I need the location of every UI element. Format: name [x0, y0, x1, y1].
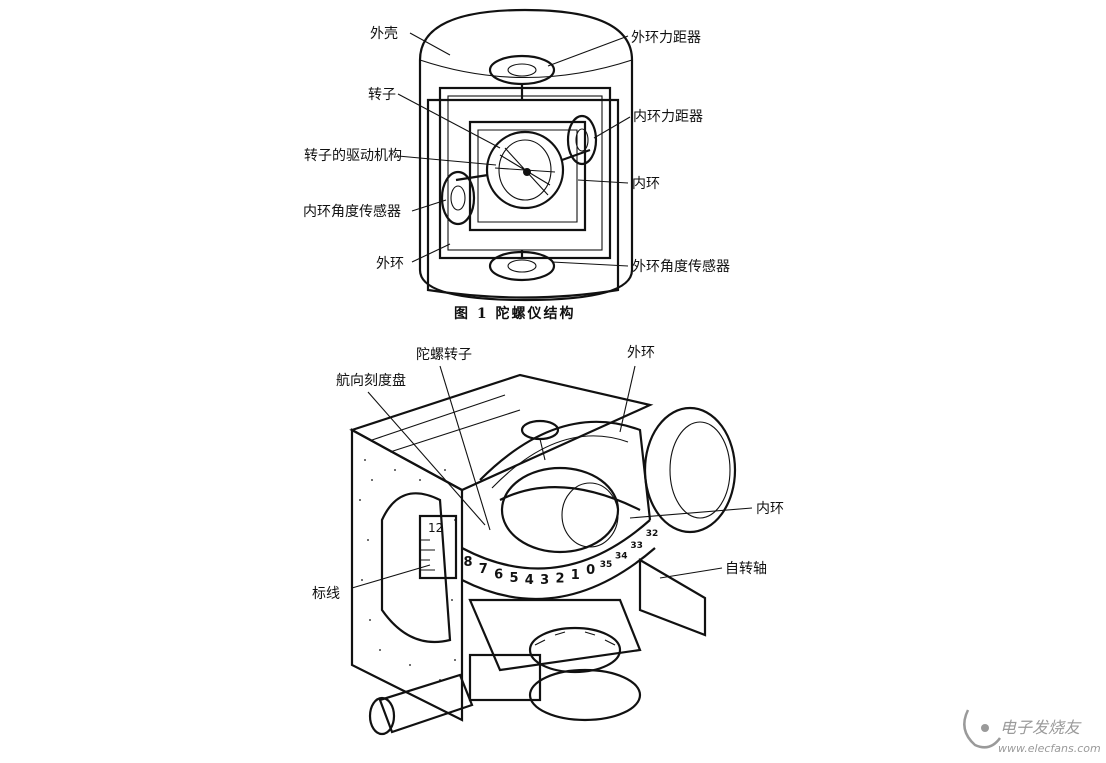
leader-shell	[409, 32, 451, 56]
watermark-logo-dot	[981, 724, 989, 732]
inner-torquer	[566, 114, 598, 166]
gyroscope-structure-diagram: 外壳 外环力距器 转子 内环力距器 转子的驱动机构 内环 内环角度传感器 外环 …	[303, 8, 730, 322]
label-outer-ring: 外环	[376, 256, 404, 272]
leader-inner-ring	[629, 507, 753, 519]
rotor-center	[523, 168, 531, 176]
rotor-disc	[485, 130, 565, 210]
label-rotor: 转子	[368, 87, 396, 103]
label-spin-axis: 自转轴	[725, 561, 767, 577]
label-outer-torquer: 外环力距器	[631, 30, 701, 46]
dial-number: 33	[630, 541, 643, 551]
knob-block	[468, 653, 542, 702]
shell-window	[426, 98, 620, 299]
outer-torquer-hub	[507, 63, 537, 77]
rotor-hub	[498, 139, 552, 201]
inner-angle-sensor-hub	[450, 185, 466, 211]
label-inner-torquer: 内环力距器	[633, 109, 703, 125]
leader-outer-ring	[411, 243, 451, 263]
leader-inner-ring	[577, 179, 629, 184]
inner-ring-frame	[468, 120, 587, 232]
inner-angle-sensor	[440, 170, 476, 226]
shell-top-rim	[419, 59, 633, 78]
housing-stipple	[359, 459, 456, 681]
dial-number: 35	[600, 560, 613, 570]
label-inner-ring: 内环	[632, 176, 660, 192]
inner-ring-frame-inner	[477, 129, 578, 223]
leader-outer-angle-sensor	[551, 261, 629, 267]
outer-ring-frame	[438, 86, 612, 260]
label-inner-ring: 内环	[756, 501, 784, 517]
outer-angle-sensor-hub	[507, 259, 537, 273]
leader-spin-axis	[659, 567, 723, 579]
watermark-url: www.elecfans.com	[998, 742, 1101, 755]
dial-number: 0	[586, 563, 595, 578]
heading-dial-band-bottom	[461, 547, 656, 600]
label-rotor-drive: 转子的驱动机构	[304, 148, 402, 164]
gyro-rotor-face	[561, 482, 619, 548]
dial-number: 2	[555, 572, 564, 587]
inner-ring-arc	[499, 486, 641, 511]
leader-index-line	[351, 564, 431, 589]
dial-number: 6	[494, 568, 503, 583]
dial-number: 32	[646, 529, 659, 539]
watermark-logo-icon	[963, 709, 1002, 749]
leader-outer-torquer	[547, 35, 629, 67]
leader-rotor	[397, 93, 501, 149]
housing-top-edges	[371, 394, 521, 453]
adjustment-knob-shaft	[378, 673, 474, 734]
scale-tape-number: 12	[428, 521, 443, 535]
housing-top-face	[349, 373, 654, 492]
shell-outline	[418, 8, 634, 302]
gear-teeth	[534, 631, 616, 646]
label-inner-angle-sensor: 内环角度传感器	[303, 203, 401, 220]
watermark-brand: 电子发烧友	[1000, 718, 1082, 737]
outer-torquer-top	[488, 54, 556, 86]
rotor-shaft	[455, 148, 591, 182]
label-outer-ring: 外环	[627, 345, 655, 361]
leader-inner-angle-sensor	[411, 199, 447, 212]
dial-number: 3	[540, 573, 549, 588]
dial-number: 34	[615, 552, 628, 562]
outer-ring-arc	[479, 420, 652, 521]
dial-number: 5	[509, 571, 518, 586]
outer-ring-frame-inner	[447, 95, 603, 251]
dial-number: 8	[463, 555, 472, 570]
leader-outer-ring	[619, 365, 636, 433]
leader-gyro-rotor	[439, 365, 491, 531]
base-drum	[528, 668, 642, 722]
label-gyro-rotor: 陀螺转子	[416, 347, 472, 363]
scale-tape	[418, 514, 458, 580]
outer-ring-arc-inner	[491, 435, 629, 489]
label-outer-angle-sensor: 外环角度传感器	[632, 258, 730, 275]
motor-drum-face	[669, 421, 731, 519]
leader-inner-torquer	[593, 116, 631, 139]
label-heading-dial: 航向刻度盘	[336, 372, 406, 389]
watermark: 电子发烧友 www.elecfans.com	[963, 709, 1101, 755]
front-opening	[380, 492, 452, 644]
heading-dial-band-top	[461, 519, 651, 570]
leader-rotor-drive	[397, 155, 497, 166]
leader-heading-dial	[367, 391, 486, 526]
gear-housing	[468, 598, 642, 672]
scale-tape-ticks	[420, 539, 435, 571]
gear-wheel	[528, 626, 622, 674]
inner-torquer-hub	[575, 128, 589, 152]
dial-number: 4	[525, 573, 534, 588]
dial-number: 7	[479, 562, 488, 577]
side-bracket	[638, 558, 707, 637]
label-shell: 外壳	[370, 25, 398, 42]
top-screw-shaft	[539, 438, 546, 461]
figure1-caption: 图 1 陀螺仪结构	[454, 305, 576, 322]
label-index-line: 标线	[312, 586, 340, 602]
adjustment-knob-end	[368, 696, 396, 736]
dial-number: 1	[571, 568, 580, 583]
gyro-rotor-body	[500, 466, 620, 554]
